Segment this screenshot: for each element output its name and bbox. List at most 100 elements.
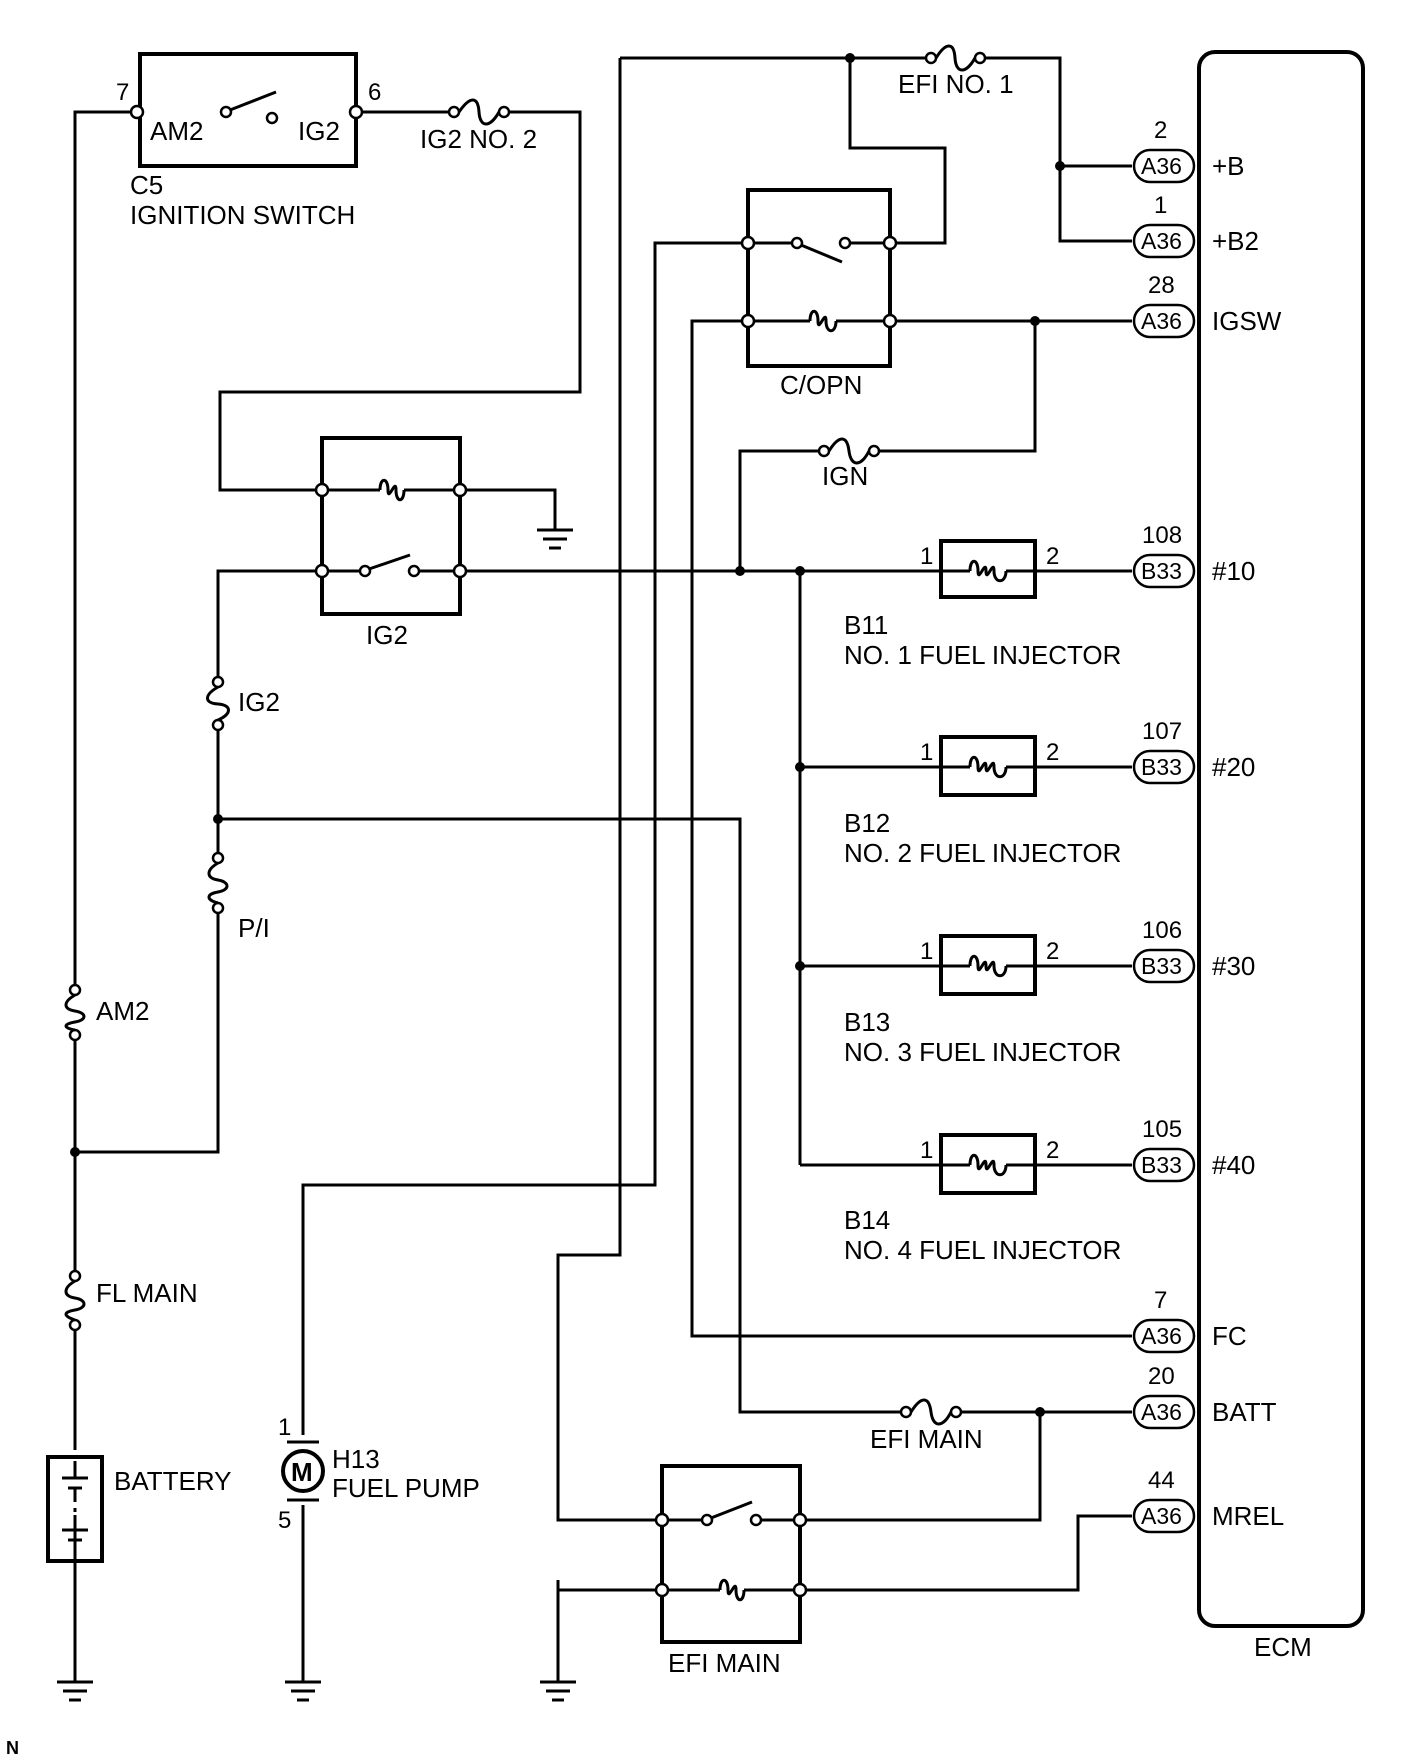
ecm-label: ECM xyxy=(1254,1632,1312,1662)
injector-3: 1 2 B13 NO. 3 FUEL INJECTOR xyxy=(844,934,1121,1067)
ground-fuel-pump-icon xyxy=(285,1580,321,1702)
ecm-pin-b2: A36 1 +B2 xyxy=(1132,192,1259,259)
ecm-pin-batt-number: 20 xyxy=(1148,1363,1175,1390)
injector-3-name: NO. 3 FUEL INJECTOR xyxy=(844,1037,1121,1067)
fuel-pump-code: H13 xyxy=(332,1444,380,1474)
ecm-pin-30-connector: B33 xyxy=(1141,953,1182,979)
corner-mark: N xyxy=(6,1738,19,1758)
injector-4-code: B14 xyxy=(844,1205,890,1235)
injector-2-pin1: 1 xyxy=(920,739,933,766)
ecm-pin-igsw-number: 28 xyxy=(1148,272,1175,299)
injector-2-pin2: 2 xyxy=(1046,739,1059,766)
injector-3-code: B13 xyxy=(844,1007,890,1037)
injector-3-pin1: 1 xyxy=(920,938,933,965)
ignition-term-ig2: IG2 xyxy=(298,116,340,146)
ecm-pin-20-number: 107 xyxy=(1142,718,1182,745)
injector-3-pin2: 2 xyxy=(1046,938,1059,965)
fuse-ig2: IG2 xyxy=(206,675,280,732)
ecm-pin-20-connector: B33 xyxy=(1141,754,1182,780)
ecm-pin-fc: A36 7 FC xyxy=(1132,1287,1247,1354)
fuse-efi-no1-label: EFI NO. 1 xyxy=(898,69,1014,99)
ecm-pin-30-number: 106 xyxy=(1142,917,1182,944)
ecm-pin-fc-signal: FC xyxy=(1212,1321,1247,1351)
fuse-fl-main-label: FL MAIN xyxy=(96,1278,198,1308)
relay-copn-label: C/OPN xyxy=(780,370,862,400)
ecm-pin-b2-connector: A36 xyxy=(1141,228,1182,254)
ecm-pin-mrel-connector: A36 xyxy=(1141,1503,1182,1529)
fuse-ign: IGN xyxy=(817,437,881,491)
injector-2-code: B12 xyxy=(844,808,890,838)
ecm-pin-20-signal: #20 xyxy=(1212,752,1255,782)
fuse-am2-label: AM2 xyxy=(96,996,149,1026)
junction-dots xyxy=(70,53,1065,1417)
injector-4: 1 2 B14 NO. 4 FUEL INJECTOR xyxy=(844,1133,1121,1265)
wires xyxy=(73,56,1132,1682)
ecm-pin-batt-connector: A36 xyxy=(1141,1399,1182,1425)
ground-efi-main-icon xyxy=(540,1680,576,1702)
ecm-pin-40-connector: B33 xyxy=(1141,1152,1182,1178)
ecm-pin-40-number: 105 xyxy=(1142,1116,1182,1143)
relay-efi-main: EFI MAIN xyxy=(654,1464,808,1678)
ecm-pin-b: A36 2 +B xyxy=(1132,117,1245,184)
ignition-term-am2: AM2 xyxy=(150,116,203,146)
ignition-switch-label: IGNITION SWITCH xyxy=(130,200,355,230)
ecm-pin-mrel-signal: MREL xyxy=(1212,1501,1284,1531)
ecm-pin-igsw-connector: A36 xyxy=(1141,308,1182,334)
ground-ig2-relay-icon xyxy=(537,520,573,550)
ignition-switch: 7 6 AM2 IG2 C5 IGNITION SWITCH xyxy=(116,52,381,230)
fuse-ig2-no2-label: IG2 NO. 2 xyxy=(420,124,537,154)
ignition-switch-code: C5 xyxy=(130,170,163,200)
ecm-pin-10-connector: B33 xyxy=(1141,558,1182,584)
ecm-pin-10-signal: #10 xyxy=(1212,556,1255,586)
relay-copn: C/OPN xyxy=(740,188,898,400)
fuel-pump-name: FUEL PUMP xyxy=(332,1473,480,1503)
ecm-pin-b-signal: +B xyxy=(1212,151,1245,181)
ignition-pin-in: 7 xyxy=(116,79,129,106)
ground-battery-icon xyxy=(57,1580,93,1702)
fuel-pump-motor-icon: M xyxy=(291,1457,313,1487)
ecm-pin-30-signal: #30 xyxy=(1212,951,1255,981)
fuse-am2: AM2 xyxy=(64,983,149,1042)
fuse-efi-no1: EFI NO. 1 xyxy=(898,44,1014,99)
injector-1-pin1: 1 xyxy=(920,543,933,570)
relay-ig2-label: IG2 xyxy=(366,620,408,650)
fuse-pi-label: P/I xyxy=(238,913,270,943)
ecm-pin-10-number: 108 xyxy=(1142,522,1182,549)
ecm-pin-igsw-signal: IGSW xyxy=(1212,306,1282,336)
ecm-pin-40: B33 105 #40 xyxy=(1132,1116,1255,1183)
injector-4-pin2: 2 xyxy=(1046,1137,1059,1164)
injector-4-name: NO. 4 FUEL INJECTOR xyxy=(844,1235,1121,1265)
ecm-pin-10: B33 108 #10 xyxy=(1132,522,1255,589)
ecm-pin-b2-number: 1 xyxy=(1154,192,1167,219)
ecm-pin-30: B33 106 #30 xyxy=(1132,917,1255,984)
relay-ig2: IG2 xyxy=(314,436,468,650)
ecm-pin-batt: A36 20 BATT xyxy=(1132,1363,1277,1430)
ecm-pin-b-number: 2 xyxy=(1154,117,1167,144)
ecm-pin-20: B33 107 #20 xyxy=(1132,718,1255,785)
relay-efi-main-label: EFI MAIN xyxy=(668,1648,781,1678)
injector-2-name: NO. 2 FUEL INJECTOR xyxy=(844,838,1121,868)
ecm-pin-fc-number: 7 xyxy=(1154,1287,1167,1314)
ecm: ECM xyxy=(1197,50,1365,1662)
fuel-pump-pin-bottom: 5 xyxy=(278,1507,291,1534)
fuse-fl-main: FL MAIN xyxy=(64,1269,198,1332)
ecm-pin-mrel-number: 44 xyxy=(1148,1467,1175,1494)
injector-1-code: B11 xyxy=(844,610,888,640)
injector-1: 1 2 B11 NO. 1 FUEL INJECTOR xyxy=(844,539,1121,670)
fuse-pi: P/I xyxy=(207,851,270,943)
fuel-pump-pin-top: 1 xyxy=(278,1414,291,1441)
fuse-efi-main: EFI MAIN xyxy=(870,1398,983,1454)
injector-1-name: NO. 1 FUEL INJECTOR xyxy=(844,640,1121,670)
ecm-pin-mrel: A36 44 MREL xyxy=(1132,1467,1284,1534)
battery: BATTERY xyxy=(46,1455,232,1563)
ecm-pin-b-connector: A36 xyxy=(1141,153,1182,179)
fuel-pump: M 1 5 H13 FUEL PUMP xyxy=(278,1414,480,1534)
injector-2: 1 2 B12 NO. 2 FUEL INJECTOR xyxy=(844,735,1121,868)
ecm-pin-igsw: A36 28 IGSW xyxy=(1132,272,1282,339)
fuse-ig2-no2: IG2 NO. 2 xyxy=(420,98,537,154)
fuse-ign-label: IGN xyxy=(822,461,868,491)
ignition-pin-out: 6 xyxy=(368,79,381,106)
ecm-pin-batt-signal: BATT xyxy=(1212,1397,1277,1427)
ecm-pin-b2-signal: +B2 xyxy=(1212,226,1259,256)
